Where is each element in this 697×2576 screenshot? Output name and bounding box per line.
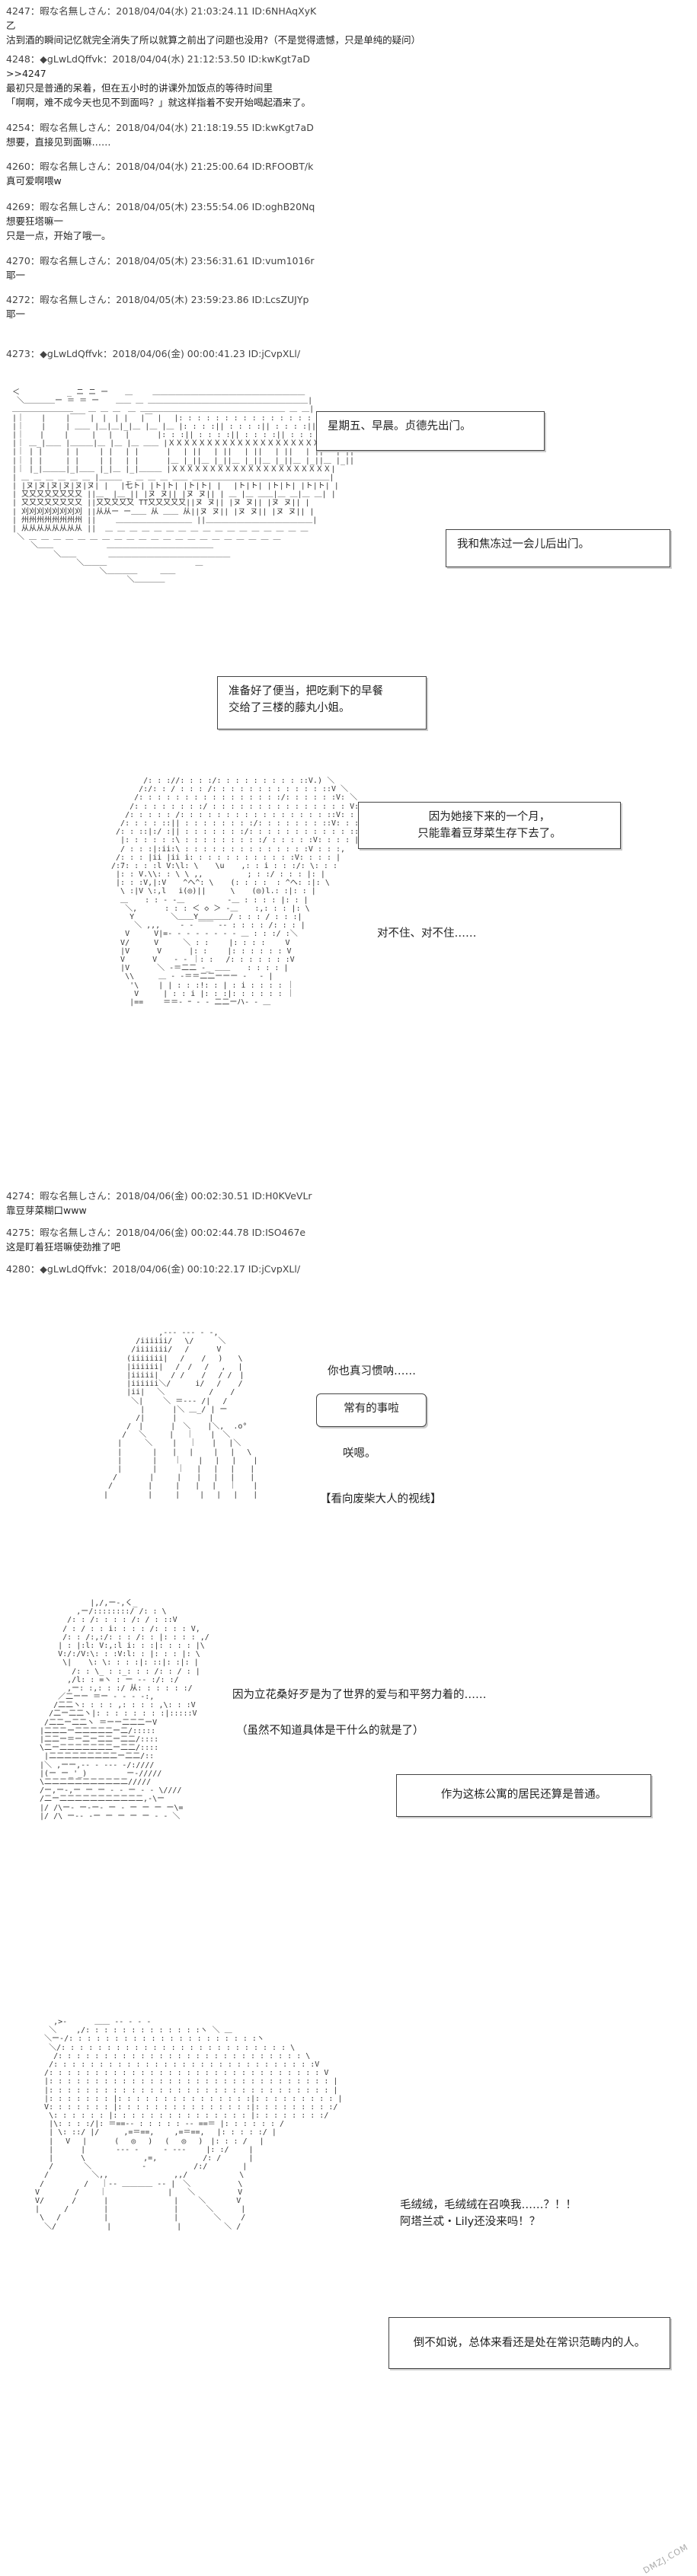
narration-bubble: 星期五、早晨。贞德先出门。	[316, 411, 545, 451]
post-4272: 4272：暇な名無しさん：2018/04/05(木) 23:59:23.86 I…	[6, 292, 676, 321]
post-body: 想要狂塔嘛一 只是一点，开始了哦一。	[6, 215, 111, 241]
post-body: 耶一	[6, 308, 26, 320]
post-body: 耶一	[6, 270, 26, 281]
narration-bubble: 作为这栋公寓的居民还算是普通。	[396, 1774, 651, 1817]
post-header: 4272：暇な名無しさん：2018/04/05(木) 23:59:23.86 I…	[6, 294, 309, 305]
post-4248: 4248：◆gLwLdQffvk：2018/04/04(水) 21:12:53.…	[6, 52, 676, 110]
aa-art-man: ,-‐‐ ‐‐‐ ‐ ‐, /iiiiii/ \/ ＼ /iiiiiii/ / …	[104, 1329, 258, 1499]
aa-art-girl: /: : ://: : : :/: : : : : : : : : ::V.) …	[111, 777, 368, 1007]
narration-bubble: 我和焦冻过一会儿后出门。	[446, 529, 670, 567]
post-4254: 4254：暇な名無しさん：2018/04/04(水) 21:18:19.55 I…	[6, 120, 676, 149]
narration-text: （虽然不知道具体是干什么的就是了）	[236, 1725, 424, 1737]
site-watermark: DMZJ.COM	[641, 2542, 690, 2576]
narration-text: 因为立花桑好歹是为了世界的爱与和平努力着的……	[232, 1689, 487, 1701]
narration-text: 你也真习惯呐……	[328, 1365, 416, 1377]
post-header: 4260：暇な名無しさん：2018/04/04(水) 21:25:00.64 I…	[6, 161, 314, 172]
post-4274: 4274：暇な名無しさん：2018/04/06(金) 00:02:30.51 I…	[6, 1189, 676, 1218]
post-4270: 4270：暇な名無しさん：2018/04/05(木) 23:56:31.61 I…	[6, 254, 676, 282]
narration-text: 咲嗯。	[343, 1448, 376, 1460]
aa-art-city: ＜ _ ニ ニ ー ＿ ＿＿＿＿＿＿＿＿＿＿＿＿＿＿＿＿＿＿＿＿ ＼＿＿＿＿ー …	[12, 388, 376, 585]
post-4269: 4269：暇な名無しさん：2018/04/05(木) 23:55:54.06 I…	[6, 200, 676, 243]
post-header: 4280：◆gLwLdQffvk：2018/04/06(金) 00:10:22.…	[6, 1263, 301, 1275]
narration-bubble: 准备好了便当，把吃剩下的早餐 交给了三楼的藤丸小姐。	[217, 676, 427, 729]
narration-text: 【看向废柴大人的视线】	[320, 1493, 442, 1505]
post-header: 4273：◆gLwLdQffvk：2018/04/06(金) 00:00:41.…	[6, 348, 301, 359]
narration-text: 对不住、对不住……	[377, 927, 477, 940]
post-4260: 4260：暇な名無しさん：2018/04/04(水) 21:25:00.64 I…	[6, 159, 676, 188]
post-body: 想要，直接见到面嘛……	[6, 136, 111, 148]
post-header: 4247：暇な名無しさん：2018/04/04(水) 21:03:24.11 I…	[6, 5, 317, 17]
post-header: 4275：暇な名無しさん：2018/04/06(金) 00:02:44.78 I…	[6, 1227, 306, 1238]
aa-art-dress-girl: |,/,ー‐,く_ ,ー/::::::::/ /: : \ /: : /: : …	[40, 1599, 209, 1821]
post-4275: 4275：暇な名無しさん：2018/04/06(金) 00:02:44.78 I…	[6, 1225, 676, 1254]
post-body: 靠豆芽菜糊口www	[6, 1205, 87, 1216]
post-body: 真可爱啊喂w	[6, 175, 62, 187]
post-body: >>4247 最初只是普通的呆着，但在五小时的讲课外加饭点的等待时间里 「啊啊，…	[6, 68, 312, 108]
aa-art-eared-girl: ,>‐ ＿＿ ‐‐ ‐ ‐ ‐ ＼ ,/: : : : : : : : : : …	[35, 2018, 343, 2231]
narration-bubble: 倒不如说，总体来看还是处在常识范畴内的人。	[388, 2317, 670, 2369]
post-4247: 4247：暇な名無しさん：2018/04/04(水) 21:03:24.11 I…	[6, 4, 676, 47]
post-header: 4274：暇な名無しさん：2018/04/06(金) 00:02:30.51 I…	[6, 1190, 312, 1202]
post-header: 4269：暇な名無しさん：2018/04/05(木) 23:55:54.06 I…	[6, 201, 315, 212]
post-header: 4270：暇な名無しさん：2018/04/05(木) 23:56:31.61 I…	[6, 255, 315, 267]
post-header: 4248：◆gLwLdQffvk：2018/04/04(水) 21:12:53.…	[6, 53, 311, 65]
narration-text: 毛绒绒，毛绒绒在召唤我……？！！ 阿塔兰忒・Lily还没来吗！？	[400, 2199, 577, 2228]
post-body: 这是盯着狂塔嘛使劲推了吧	[6, 1241, 121, 1253]
post-body: 乙 沽到酒的瞬间记忆就完全消失了所以就算之前出了问题也没用?（不是觉得遗憾，只是…	[6, 20, 421, 46]
speech-bubble: 常有的事啦	[316, 1393, 427, 1427]
post-4273: 4273：◆gLwLdQffvk：2018/04/06(金) 00:00:41.…	[6, 346, 676, 361]
post-4280: 4280：◆gLwLdQffvk：2018/04/06(金) 00:10:22.…	[6, 1262, 676, 1276]
narration-bubble: 因为她接下来的一个月， 只能靠着豆芽菜生存下去了。	[358, 802, 621, 849]
post-header: 4254：暇な名無しさん：2018/04/04(水) 21:18:19.55 I…	[6, 122, 314, 133]
